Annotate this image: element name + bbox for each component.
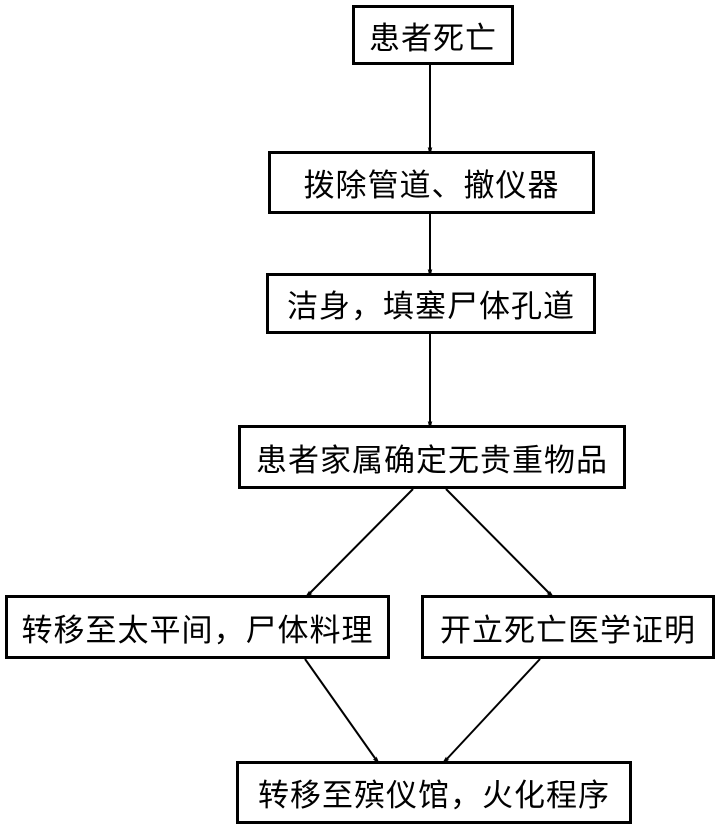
node-label: 转移至太平间，尸体料理 xyxy=(21,612,374,649)
node-morgue-transfer: 转移至太平间，尸体料理 xyxy=(5,595,390,659)
arrow-n6-n7 xyxy=(440,658,541,766)
arrow-n5-n7 xyxy=(304,658,381,766)
node-label: 患者死亡 xyxy=(369,20,497,57)
arrow-n4-n6 xyxy=(445,488,556,600)
node-label: 开立死亡医学证明 xyxy=(440,612,696,649)
node-label: 转移至殡仪馆，火化程序 xyxy=(258,778,610,814)
arrow-n4-n5 xyxy=(303,488,414,600)
node-label: 患者家属确定无贵重物品 xyxy=(256,442,608,479)
node-label: 洁身，填塞尸体孔道 xyxy=(287,289,575,325)
node-label: 拨除管道、撤仪器 xyxy=(303,168,560,204)
node-clean-body: 洁身，填塞尸体孔道 xyxy=(266,273,596,334)
node-family-confirm: 患者家属确定无贵重物品 xyxy=(238,425,626,489)
node-remove-tubes: 拨除管道、撤仪器 xyxy=(268,151,595,214)
node-patient-death: 患者死亡 xyxy=(352,5,514,65)
node-death-certificate: 开立死亡医学证明 xyxy=(421,595,715,659)
node-funeral-home: 转移至殡仪馆，火化程序 xyxy=(236,761,632,824)
